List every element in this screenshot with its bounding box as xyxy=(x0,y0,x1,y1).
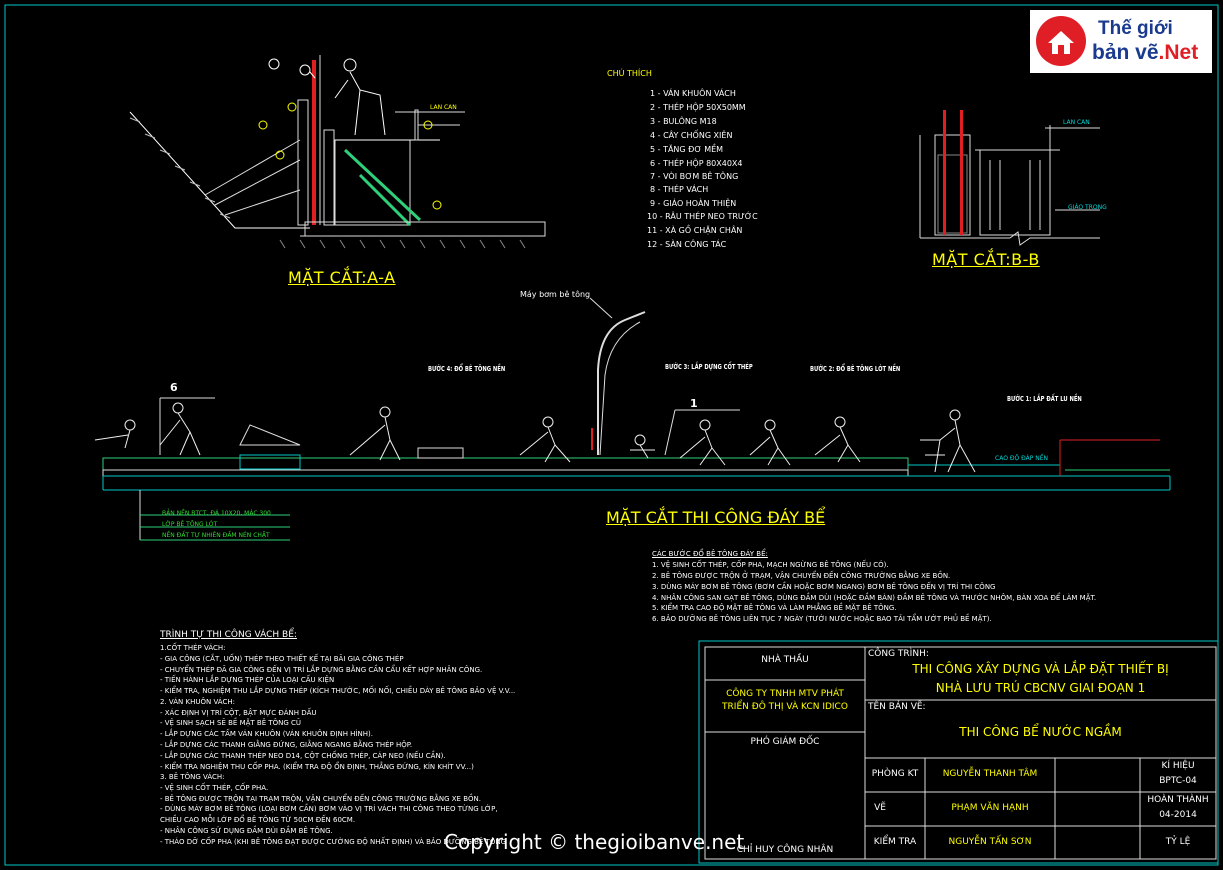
ve-label: VẼ xyxy=(874,803,886,813)
marker-1: 1 xyxy=(690,397,698,410)
layer-label: LỚP BÊ TÔNG LÓT xyxy=(162,521,218,528)
ve-value: PHẠM VĂN HẠNH xyxy=(951,803,1029,813)
pour-steps-title: CÁC BƯỚC ĐỔ BÊ TÔNG ĐÁY BỂ: xyxy=(652,550,768,558)
legend-item: 3 - BULÔNG M18 xyxy=(650,117,717,126)
wall-line: - LẮP DỰNG CÁC THANH GIẰNG ĐỨNG, GIẰNG N… xyxy=(160,741,413,749)
nha-thau-value: CÔNG TY TNHH MTV PHÁT TRIỂN ĐÔ THỊ VÀ KC… xyxy=(722,689,848,712)
ten-ban-ve-label: TÊN BẢN VẼ: xyxy=(868,702,926,712)
copyright-watermark: Copyright © thegioibanve.net xyxy=(444,830,745,854)
step4-label: BƯỚC 4: ĐỔ BÊ TÔNG NỀN xyxy=(428,365,506,373)
wall-line: - KIỂM TRA NGHIỆM THU CỐP PHA. (KIỂM TRA… xyxy=(160,763,474,771)
wall-line: - KIỂM TRA, NGHIỆM THU LẮP DỰNG THÉP (KÍ… xyxy=(160,687,516,695)
phong-kt-value: NGUYỄN THANH TÂM xyxy=(942,769,1038,779)
pour-step: 4. NHÂN CÔNG SAN GẠT BÊ TÔNG, DÙNG ĐẦM D… xyxy=(652,594,1097,602)
section-aa-lan-can: LAN CAN xyxy=(430,104,457,111)
ki-hieu-label: KÍ HIỆU xyxy=(1161,761,1195,771)
section-bb-giao-trong: GIÁO TRONG xyxy=(1068,204,1107,211)
cong-trinh-label: CÔNG TRÌNH: xyxy=(868,649,929,659)
legend-item: 6 - THÉP HỘP 80X40X4 xyxy=(650,159,743,168)
logo-line-2b: .Net xyxy=(1158,41,1199,64)
step3-label: BƯỚC 3: LẮP DỰNG CỐT THÉP xyxy=(665,363,753,371)
legend-item: 2 - THÉP HỘP 50X50MM xyxy=(650,103,746,112)
section-bb-lan-can: LAN CAN xyxy=(1063,119,1090,126)
house-logo-icon xyxy=(1036,16,1086,66)
pour-step: 3. DÙNG MÁY BƠM BÊ TÔNG (BƠM CẦN HOẶC BƠ… xyxy=(652,583,996,591)
kiem-tra-value: NGUYỄN TẤN SƠN xyxy=(948,837,1032,847)
wall-line: - LẮP DỰNG CÁC THANH THÉP NEO D14, CỘT C… xyxy=(160,752,446,760)
marker-6: 6 xyxy=(170,381,178,394)
logo-line-2: bản vẽ.Net xyxy=(1092,41,1198,65)
ty-le-label: TỶ LỆ xyxy=(1165,837,1191,847)
wall-line: 2. VÁN KHUÔN VÁCH: xyxy=(160,698,235,706)
wall-line: - THÁO DỠ CỐP PHA (KHI BÊ TÔNG ĐẠT ĐƯỢC … xyxy=(160,838,506,846)
layer-label: BẢN NỀN BTCT, ĐÁ 10X20, MÁC 300 xyxy=(162,510,271,517)
step2-label: BƯỚC 2: ĐỔ BÊ TÔNG LÓT NỀN xyxy=(810,365,901,373)
kiem-tra-label: KIỂM TRA xyxy=(873,837,917,847)
wall-line: - VỆ SINH CỐT THÉP, CỐP PHA. xyxy=(160,784,269,792)
legend-item: 8 - THÉP VÁCH xyxy=(650,185,709,194)
legend-item: 12 - SÀN CÔNG TÁC xyxy=(647,240,727,249)
wall-line: - DÙNG MÁY BƠM BÊ TÔNG (LOẠI BƠM CẦN) BƠ… xyxy=(160,805,498,813)
pour-step: 5. KIỂM TRA CAO ĐỘ MẶT BÊ TÔNG VÀ LÀM PH… xyxy=(652,604,897,612)
chi-huy: CHỈ HUY CÔNG NHÂN xyxy=(736,845,834,855)
brand-logo: Thế giới bản vẽ.Net xyxy=(1030,10,1212,73)
ki-hieu-value: BPTC-04 xyxy=(1159,776,1197,786)
legend-item: 4 - CÂY CHỐNG XIÊN xyxy=(650,131,733,140)
floor-section-drawing xyxy=(94,297,1171,541)
title-block-frame xyxy=(698,640,1219,864)
floor-section-title: MẶT CẮT THI CÔNG ĐÁY BỂ xyxy=(606,508,826,527)
cong-trinh-value-2: NHÀ LƯU TRÚ CBCNV GIAI ĐOẠN 1 xyxy=(935,681,1146,695)
section-aa-title: MẶT CẮT:A-A xyxy=(288,268,396,287)
section-aa-drawing xyxy=(129,55,546,249)
pump-label: Máy bơm bê tông xyxy=(520,290,591,299)
wall-line: - NHÂN CÔNG SỬ DỤNG ĐẦM DÙI ĐẦM BÊ TÔNG. xyxy=(160,827,333,835)
step1-label: BƯỚC 1: LẮP ĐẤT LU NỀN xyxy=(1007,395,1082,403)
phong-kt-label: PHÒNG KT xyxy=(871,769,919,779)
hoan-thanh-label: HOÀN THÀNH xyxy=(1147,795,1209,805)
wall-line: 1.CỐT THÉP VÁCH: xyxy=(160,644,226,652)
wall-sequence-title: TRÌNH TỰ THI CÔNG VÁCH BỂ: xyxy=(160,630,297,640)
pour-step: 1. VỆ SINH CỐT THÉP, CỐP PHA, MẠCH NGỪNG… xyxy=(652,561,889,569)
legend-item: 10 - RÂU THÉP NEO TRƯỚC xyxy=(647,212,758,221)
layer-label: NỀN ĐẤT TỰ NHIÊN ĐẦM NÉN CHẶT xyxy=(162,532,270,539)
wall-line: - BÊ TÔNG ĐƯỢC TRỘN TẠI TRẠM TRỘN, VẬN C… xyxy=(160,795,481,803)
pho-giam-doc: PHÓ GIÁM ĐỐC xyxy=(750,737,820,747)
section-bb-drawing xyxy=(919,110,1100,246)
wall-line: - GIA CÔNG (CẮT, UỐN) THÉP THEO THIẾT KẾ… xyxy=(160,655,404,663)
wall-line: CHIỀU CAO MỖI LỚP ĐỔ BÊ TÔNG TỪ 50CM ĐẾN… xyxy=(160,816,356,824)
legend-item: 5 - TĂNG ĐƠ MỀM xyxy=(650,145,724,154)
wall-line: - VỆ SINH SẠCH SẼ BỀ MẶT BÊ TÔNG CŨ xyxy=(160,719,302,727)
legend-item: 1 - VÁN KHUÔN VÁCH xyxy=(650,89,736,98)
wall-line: 3. BÊ TÔNG VÁCH: xyxy=(160,773,225,781)
legend-title: CHÚ THÍCH xyxy=(607,69,652,78)
wall-line: - XÁC ĐỊNH VỊ TRÍ CỘT, BẬT MỰC ĐÁNH DẤU xyxy=(160,709,317,717)
pour-step: 6. BẢO DƯỠNG BÊ TÔNG LIÊN TỤC 7 NGÀY (TƯ… xyxy=(652,615,992,623)
legend-item: 9 - GIÁO HOÀN THIỆN xyxy=(650,199,737,208)
cao-do-label: CAO ĐỘ ĐÁP NỀN xyxy=(995,455,1049,462)
wall-line: - TIẾN HÀNH LẮP DỰNG THÉP CỦA LOẠI CẤU K… xyxy=(160,676,335,684)
hoan-thanh-value: 04-2014 xyxy=(1159,810,1197,820)
ten-ban-ve-value: THI CÔNG BỂ NƯỚC NGẦM xyxy=(959,725,1122,739)
legend-item: 7 - VÒI BƠM BÊ TÔNG xyxy=(650,172,739,181)
pour-step: 2. BÊ TÔNG ĐƯỢC TRỘN Ở TRẠM, VẬN CHUYỂN … xyxy=(652,572,951,580)
logo-line-2a: bản vẽ xyxy=(1092,41,1159,64)
legend-item: 11 - XÀ GỒ CHẶN CHÂN xyxy=(647,226,743,235)
cong-trinh-value-1: THI CÔNG XÂY DỰNG VÀ LẮP ĐẶT THIẾT BỊ xyxy=(912,662,1169,676)
section-bb-title: MẶT CẮT:B-B xyxy=(932,250,1040,269)
logo-line-1: Thế giới xyxy=(1098,18,1173,39)
wall-line: - CHUYỂN THÉP ĐÃ GIA CÔNG ĐẾN VỊ TRÍ LẮP… xyxy=(160,666,483,674)
nha-thau-label: NHÀ THẦU xyxy=(761,655,809,665)
wall-line: - LẮP DỰNG CÁC TẤM VÁN KHUÔN (VÁN KHUÔN … xyxy=(160,730,373,738)
